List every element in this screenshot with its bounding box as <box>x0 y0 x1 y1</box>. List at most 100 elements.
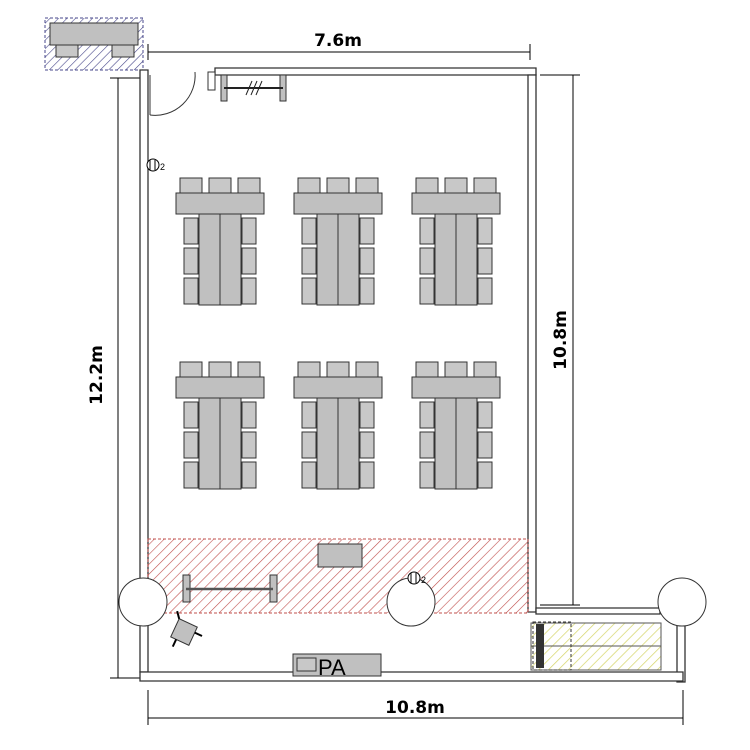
chair <box>359 247 375 275</box>
chair <box>473 361 497 378</box>
table-group <box>411 177 501 306</box>
dimension-right-height: 10.8m <box>551 310 571 370</box>
dimension-lines <box>110 44 684 725</box>
chair <box>355 177 379 194</box>
chair <box>241 401 257 429</box>
pa-label: PA <box>318 655 346 680</box>
table-groups <box>175 177 501 490</box>
chair <box>444 361 468 378</box>
chair <box>419 431 435 459</box>
table-group <box>293 361 383 490</box>
head-table <box>293 192 383 215</box>
head-table <box>411 192 501 215</box>
chair <box>241 277 257 305</box>
chair <box>477 461 493 489</box>
chair <box>301 401 317 429</box>
chair <box>477 401 493 429</box>
dimension-bottom-width: 10.8m <box>385 698 445 718</box>
chair <box>419 401 435 429</box>
column <box>386 577 436 627</box>
chair <box>477 277 493 305</box>
chair <box>183 277 199 305</box>
chair <box>477 247 493 275</box>
table <box>219 397 242 490</box>
table <box>316 213 339 306</box>
table-group <box>175 361 265 490</box>
column <box>118 577 168 627</box>
chair <box>477 217 493 245</box>
chair <box>297 361 321 378</box>
table <box>198 397 221 490</box>
chair <box>241 431 257 459</box>
table <box>434 397 457 490</box>
dimension-top-width: 7.6m <box>314 31 362 51</box>
table <box>337 397 360 490</box>
chair <box>477 431 493 459</box>
chair <box>359 461 375 489</box>
storage-area <box>44 17 144 71</box>
chair <box>359 217 375 245</box>
projector-icon <box>170 610 203 648</box>
chair <box>237 361 261 378</box>
chair <box>419 277 435 305</box>
top-screen-stand <box>220 74 287 102</box>
outlet-count: 2 <box>421 575 426 585</box>
table-group <box>411 361 501 490</box>
head-table <box>175 376 265 399</box>
chair <box>208 177 232 194</box>
chair <box>241 461 257 489</box>
chair <box>301 461 317 489</box>
lectern <box>317 543 363 568</box>
power-outlet-icon: 2 <box>407 571 426 585</box>
chair <box>241 217 257 245</box>
chair <box>473 177 497 194</box>
walls <box>139 67 686 683</box>
chair <box>183 401 199 429</box>
stage-screen-stand <box>182 574 278 603</box>
chair <box>359 277 375 305</box>
chair <box>419 217 435 245</box>
chair <box>326 361 350 378</box>
side-storage-area <box>530 621 662 671</box>
entrance-door <box>149 71 216 116</box>
chair <box>355 361 379 378</box>
chair <box>301 431 317 459</box>
chair <box>179 177 203 194</box>
outlet-count: 2 <box>160 162 165 172</box>
chair <box>183 461 199 489</box>
dimension-left-height: 12.2m <box>87 345 107 405</box>
table <box>455 213 478 306</box>
chair <box>359 431 375 459</box>
chair <box>419 247 435 275</box>
chair <box>237 177 261 194</box>
table <box>455 397 478 490</box>
chair <box>301 247 317 275</box>
power-outlet-icon: 2 <box>146 158 165 172</box>
table <box>434 213 457 306</box>
table <box>219 213 242 306</box>
chair <box>301 217 317 245</box>
chair <box>419 461 435 489</box>
head-table <box>175 192 265 215</box>
chair <box>359 401 375 429</box>
table <box>198 213 221 306</box>
chair <box>297 177 321 194</box>
pa-system: PA <box>292 653 382 680</box>
chair <box>179 361 203 378</box>
chair <box>415 361 439 378</box>
chair <box>183 217 199 245</box>
chair <box>208 361 232 378</box>
table <box>337 213 360 306</box>
column <box>657 577 707 627</box>
chair <box>301 277 317 305</box>
chair <box>415 177 439 194</box>
chair <box>326 177 350 194</box>
head-table <box>293 376 383 399</box>
table-group <box>175 177 265 306</box>
table-group <box>293 177 383 306</box>
chair <box>183 247 199 275</box>
chair <box>183 431 199 459</box>
table <box>316 397 339 490</box>
chair <box>241 247 257 275</box>
